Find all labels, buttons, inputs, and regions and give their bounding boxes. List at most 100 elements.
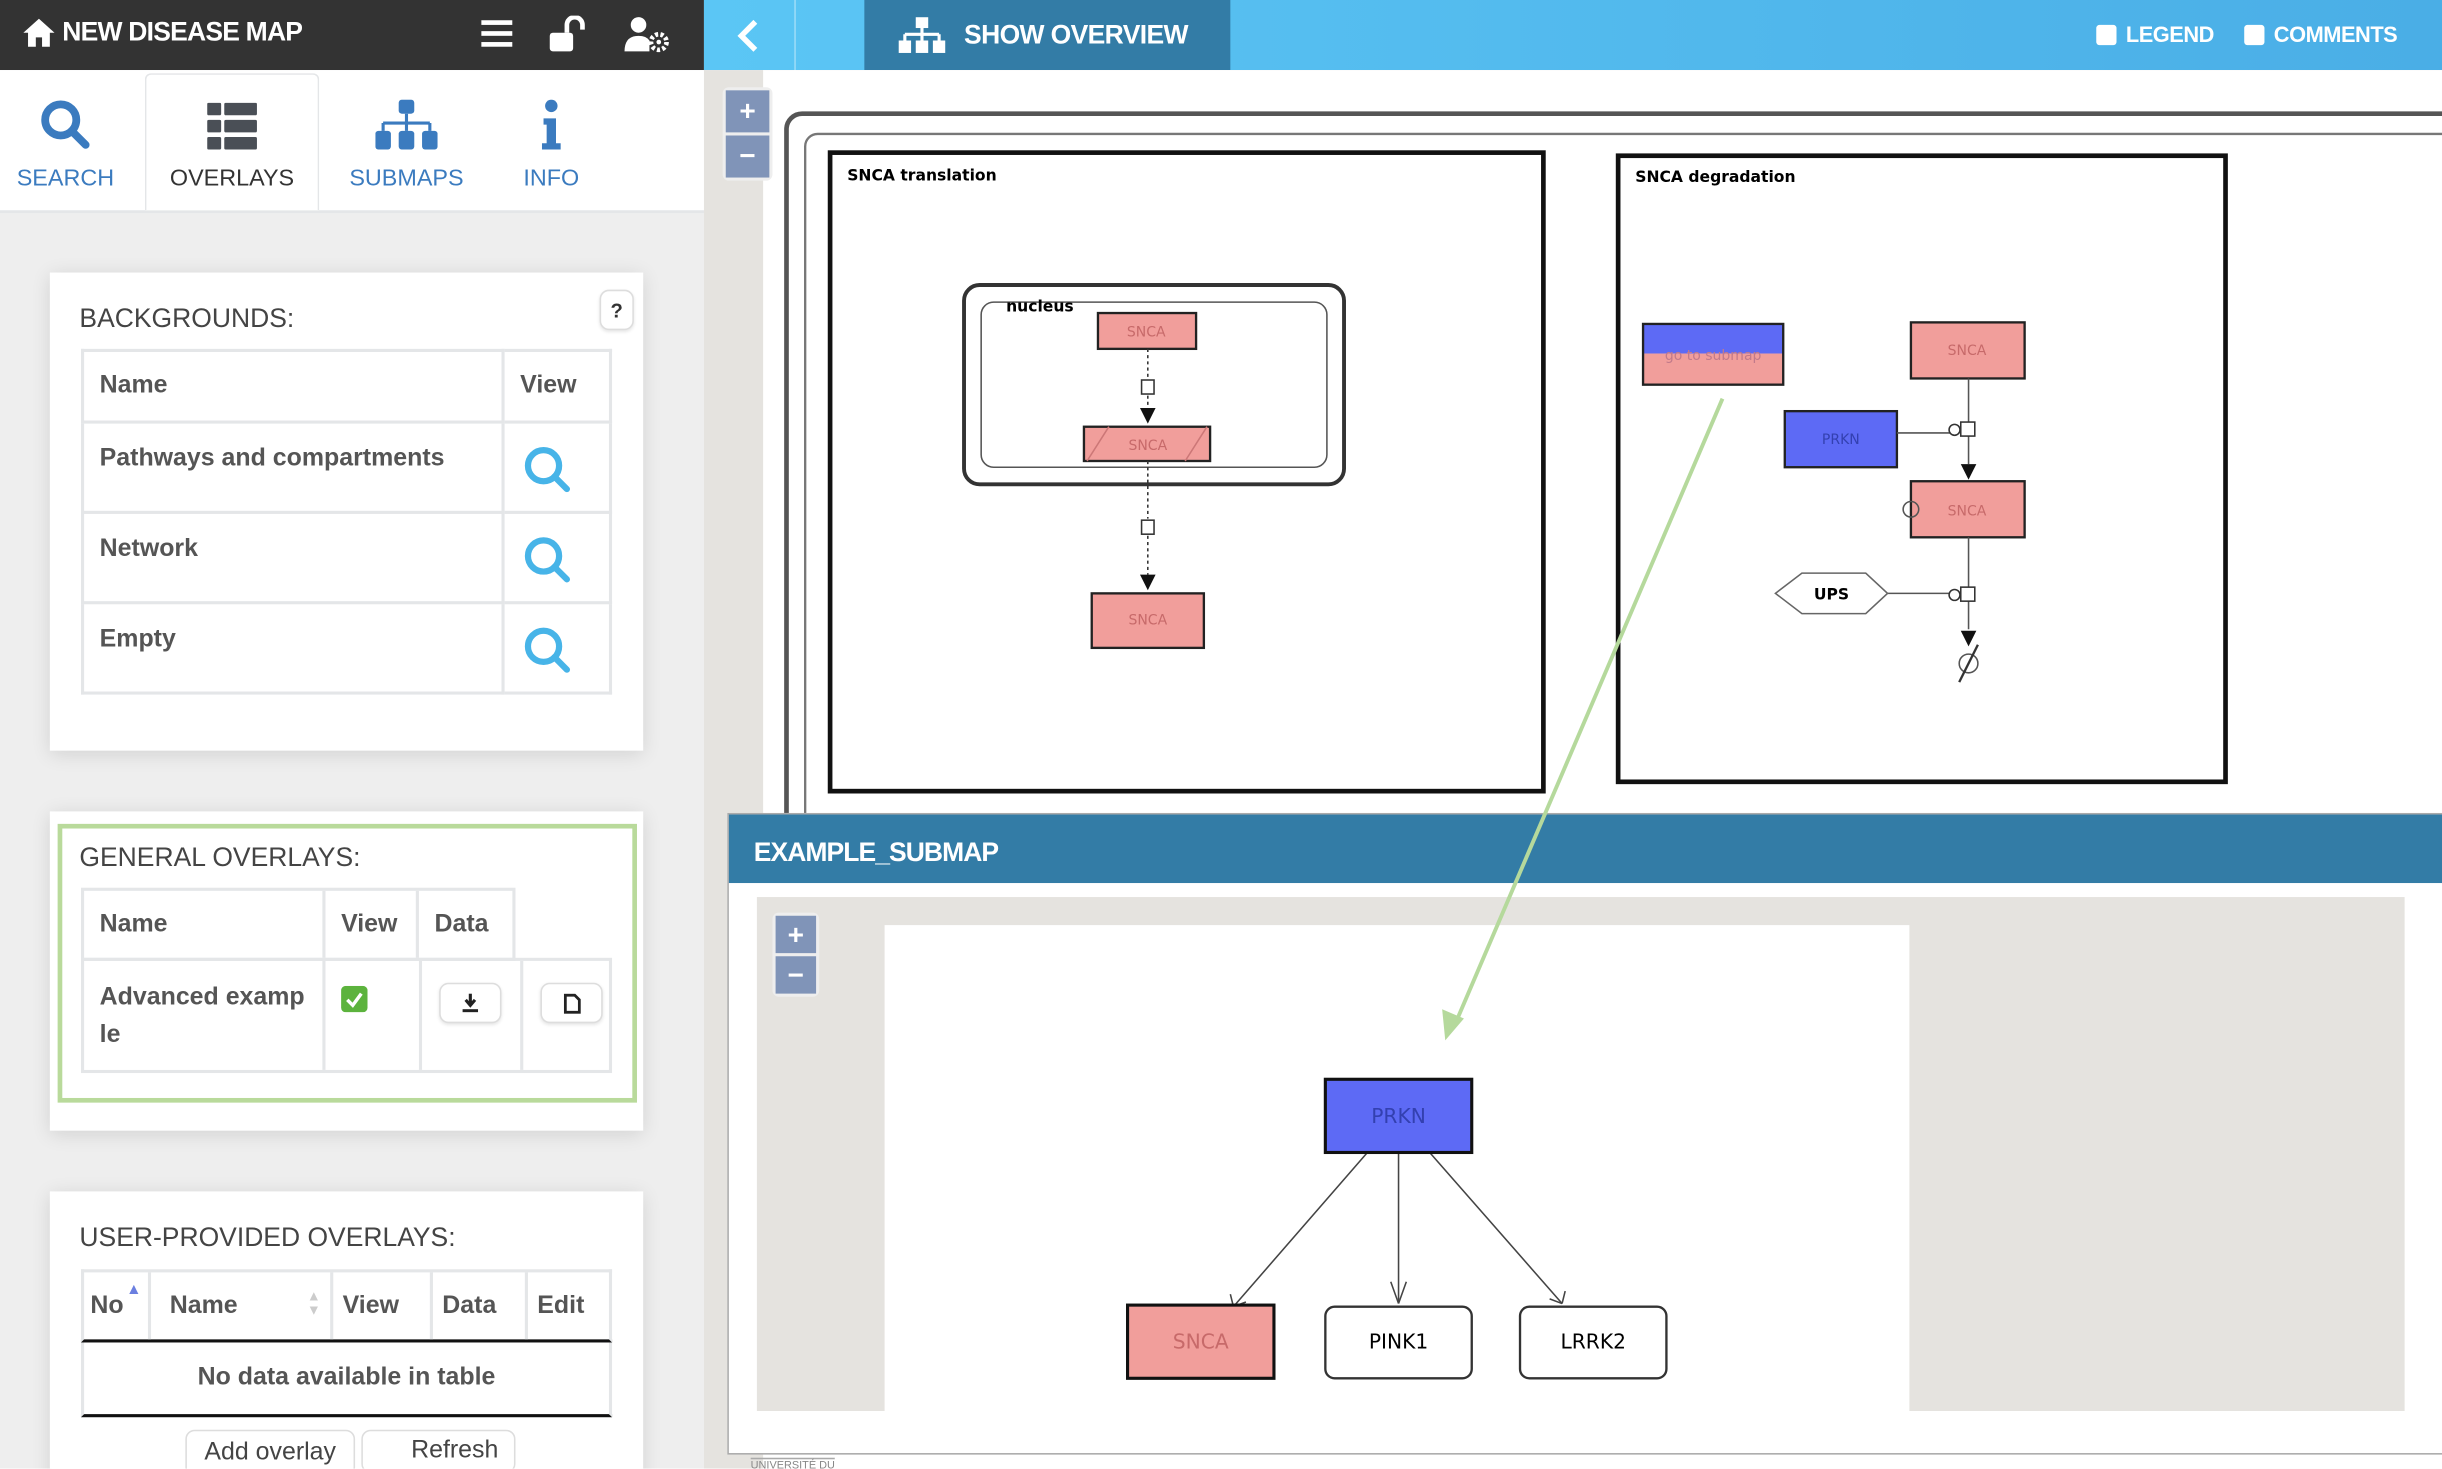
submap-window: EXAMPLE_SUBMAP + − PRKN SNCA PINK1 LRRK2 [727,812,2442,1455]
home-link[interactable]: NEW DISEASE MAP [22,17,303,48]
column-header: View [501,348,613,424]
node-snca [1096,311,1198,351]
list-icon [207,102,257,150]
help-button[interactable]: ? [599,289,634,331]
hamburger-menu-icon[interactable] [481,16,513,50]
checkbox[interactable] [2244,24,2265,45]
show-overview-label: SHOW OVERVIEW [964,19,1188,50]
edit-cell [523,961,609,1070]
search-icon [41,100,90,149]
node-label: SNCA [1173,1330,1229,1354]
tab-label: SUBMAPS [349,165,464,192]
table-row: Network [80,510,613,605]
node-prkn [1323,1077,1474,1155]
search-icon[interactable] [523,626,573,676]
node-label: SNCA [1128,438,1167,454]
download-button[interactable] [439,982,502,1024]
node-snca [1126,1303,1276,1380]
sitemap-icon [375,99,438,150]
column-header: Data [433,1272,528,1340]
tab-overlays[interactable]: OVERLAYS [144,73,320,211]
tab-label: SEARCH [16,165,115,192]
file-icon [563,992,580,1013]
table-row: Pathways and compartments [80,420,613,514]
zoom-in-button[interactable]: + [725,90,770,133]
node-label: UPS [1814,586,1849,604]
node-label: SNCA [1948,503,1987,519]
view-cell [325,960,423,1070]
node-snca [1909,480,2026,539]
tab-label: OVERLAYS [169,165,295,192]
compartment-nucleus [962,283,1346,487]
node-ups [1774,572,1889,615]
comments-checkbox[interactable]: COMMENTS [2244,21,2398,47]
node-prkn [1783,409,1899,469]
tab-info[interactable]: INFO [506,70,596,210]
app-header: NEW DISEASE MAP [0,0,704,71]
show-overview-button[interactable]: SHOW OVERVIEW [864,0,1231,71]
sitemap-icon [898,16,946,53]
column-header: Data [434,911,489,938]
download-icon [462,993,479,1013]
compartment-snca-translation [827,150,1546,794]
submap-zoom-controls: + − [772,912,820,997]
app-title: NEW DISEASE MAP [62,17,303,47]
legend-checkbox[interactable]: LEGEND [2096,22,2214,47]
zoom-out-button[interactable]: − [725,135,770,178]
unlock-icon[interactable] [548,15,588,53]
search-icon[interactable] [523,536,573,586]
refresh-button[interactable]: Refresh [361,1429,516,1469]
user-overlays-card: USER-PROVIDED OVERLAYS: No▲ Name ▲▼ View … [49,1191,644,1469]
compartment-snca-degradation [1615,153,2228,785]
column-header: Edit [537,1292,585,1320]
view-cell [501,601,613,695]
add-overlay-button[interactable]: Add overlay [185,1429,356,1469]
comments-label: COMMENTS [2273,21,2398,47]
sort-ascending-icon: ▲ [126,1281,142,1299]
zoom-in-button[interactable]: + [775,915,817,954]
info-icon [541,99,561,150]
column-header-no[interactable]: No▲ [84,1272,152,1340]
node-label: LRRK2 [1560,1330,1626,1354]
node-label: PRKN [1822,432,1860,448]
degradation-symbol [1958,644,1979,683]
background-name: Empty [80,601,505,695]
column-header: Name [84,890,326,958]
submap-link-node [1643,323,1784,354]
node-pink1 [1324,1305,1473,1380]
table-header: No▲ Name ▲▼ View Data Edit [80,1269,613,1343]
node-label: PRKN [1371,1104,1426,1128]
node-lrrk2 [1518,1305,1668,1380]
view-cell [501,420,613,514]
checkbox-checked-icon[interactable] [341,985,368,1013]
node-label: SNCA [1948,343,1987,359]
zoom-out-button[interactable]: − [775,956,817,994]
node-snca [1090,592,1206,650]
node-label: SNCA [1127,324,1166,340]
user-overlays-title: USER-PROVIDED OVERLAYS: [79,1222,456,1253]
tab-submaps[interactable]: SUBMAPS [335,70,478,210]
general-overlays-title: GENERAL OVERLAYS: [79,842,361,873]
collapse-panel-button[interactable] [704,0,796,71]
submap-link-label: go to submap [1665,348,1762,364]
tab-search[interactable]: SEARCH [0,70,131,210]
map-zoom-controls: + − [722,87,773,181]
checkbox[interactable] [2096,24,2117,45]
column-header-name[interactable]: Name ▲▼ [151,1272,334,1340]
file-button[interactable] [540,982,603,1024]
column-label: Name [169,1292,238,1320]
submap-drawing: PRKN SNCA PINK1 LRRK2 [1126,1077,1668,1380]
legend-label: LEGEND [2125,21,2215,47]
sort-icon: ▲▼ [306,1287,321,1318]
highlight-border [57,823,637,1103]
view-cell [501,510,613,605]
compartment-label: nucleus [1006,297,1074,315]
background-name: Network [80,510,505,605]
backgrounds-title: BACKGROUNDS: [79,303,295,334]
column-header: View [333,1272,433,1340]
search-icon[interactable] [523,445,573,495]
background-name: Pathways and compartments [80,420,505,514]
user-settings-icon[interactable] [623,16,670,53]
